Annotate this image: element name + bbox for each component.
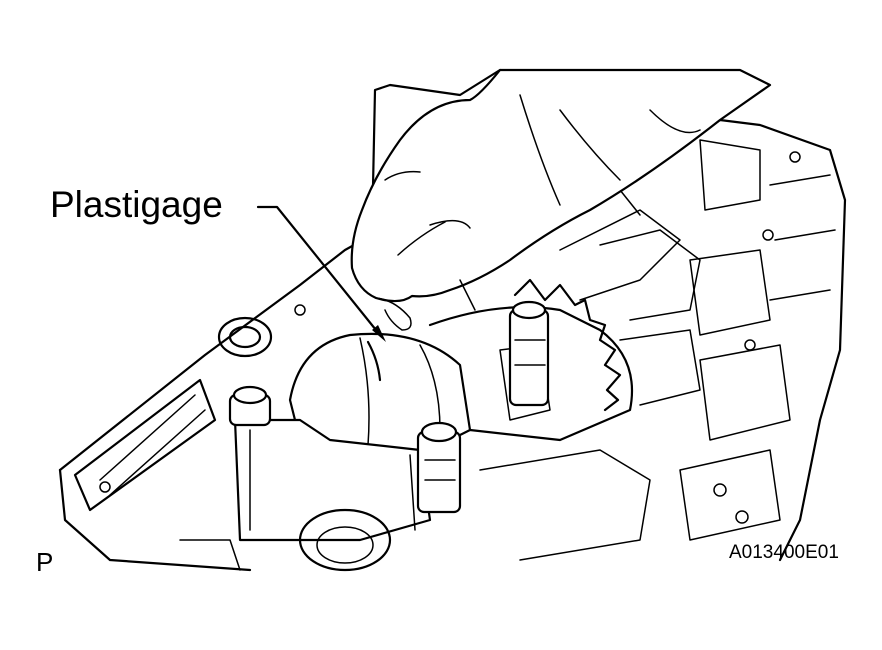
view-marker-label: P xyxy=(36,547,54,577)
plastigage-label: Plastigage xyxy=(50,184,223,225)
figure-id-label: A013400E01 xyxy=(729,542,839,563)
gloved-hand xyxy=(350,68,772,331)
callout-leader xyxy=(256,205,386,342)
cap-bolt-rear xyxy=(508,300,550,407)
plastigage-strip xyxy=(366,340,382,382)
crankshaft-journal xyxy=(428,209,681,442)
rear-bearing-seats xyxy=(179,189,701,571)
oil-port xyxy=(217,316,273,358)
cap-bolt-left xyxy=(228,385,272,427)
cap-bolt-right xyxy=(416,421,462,514)
